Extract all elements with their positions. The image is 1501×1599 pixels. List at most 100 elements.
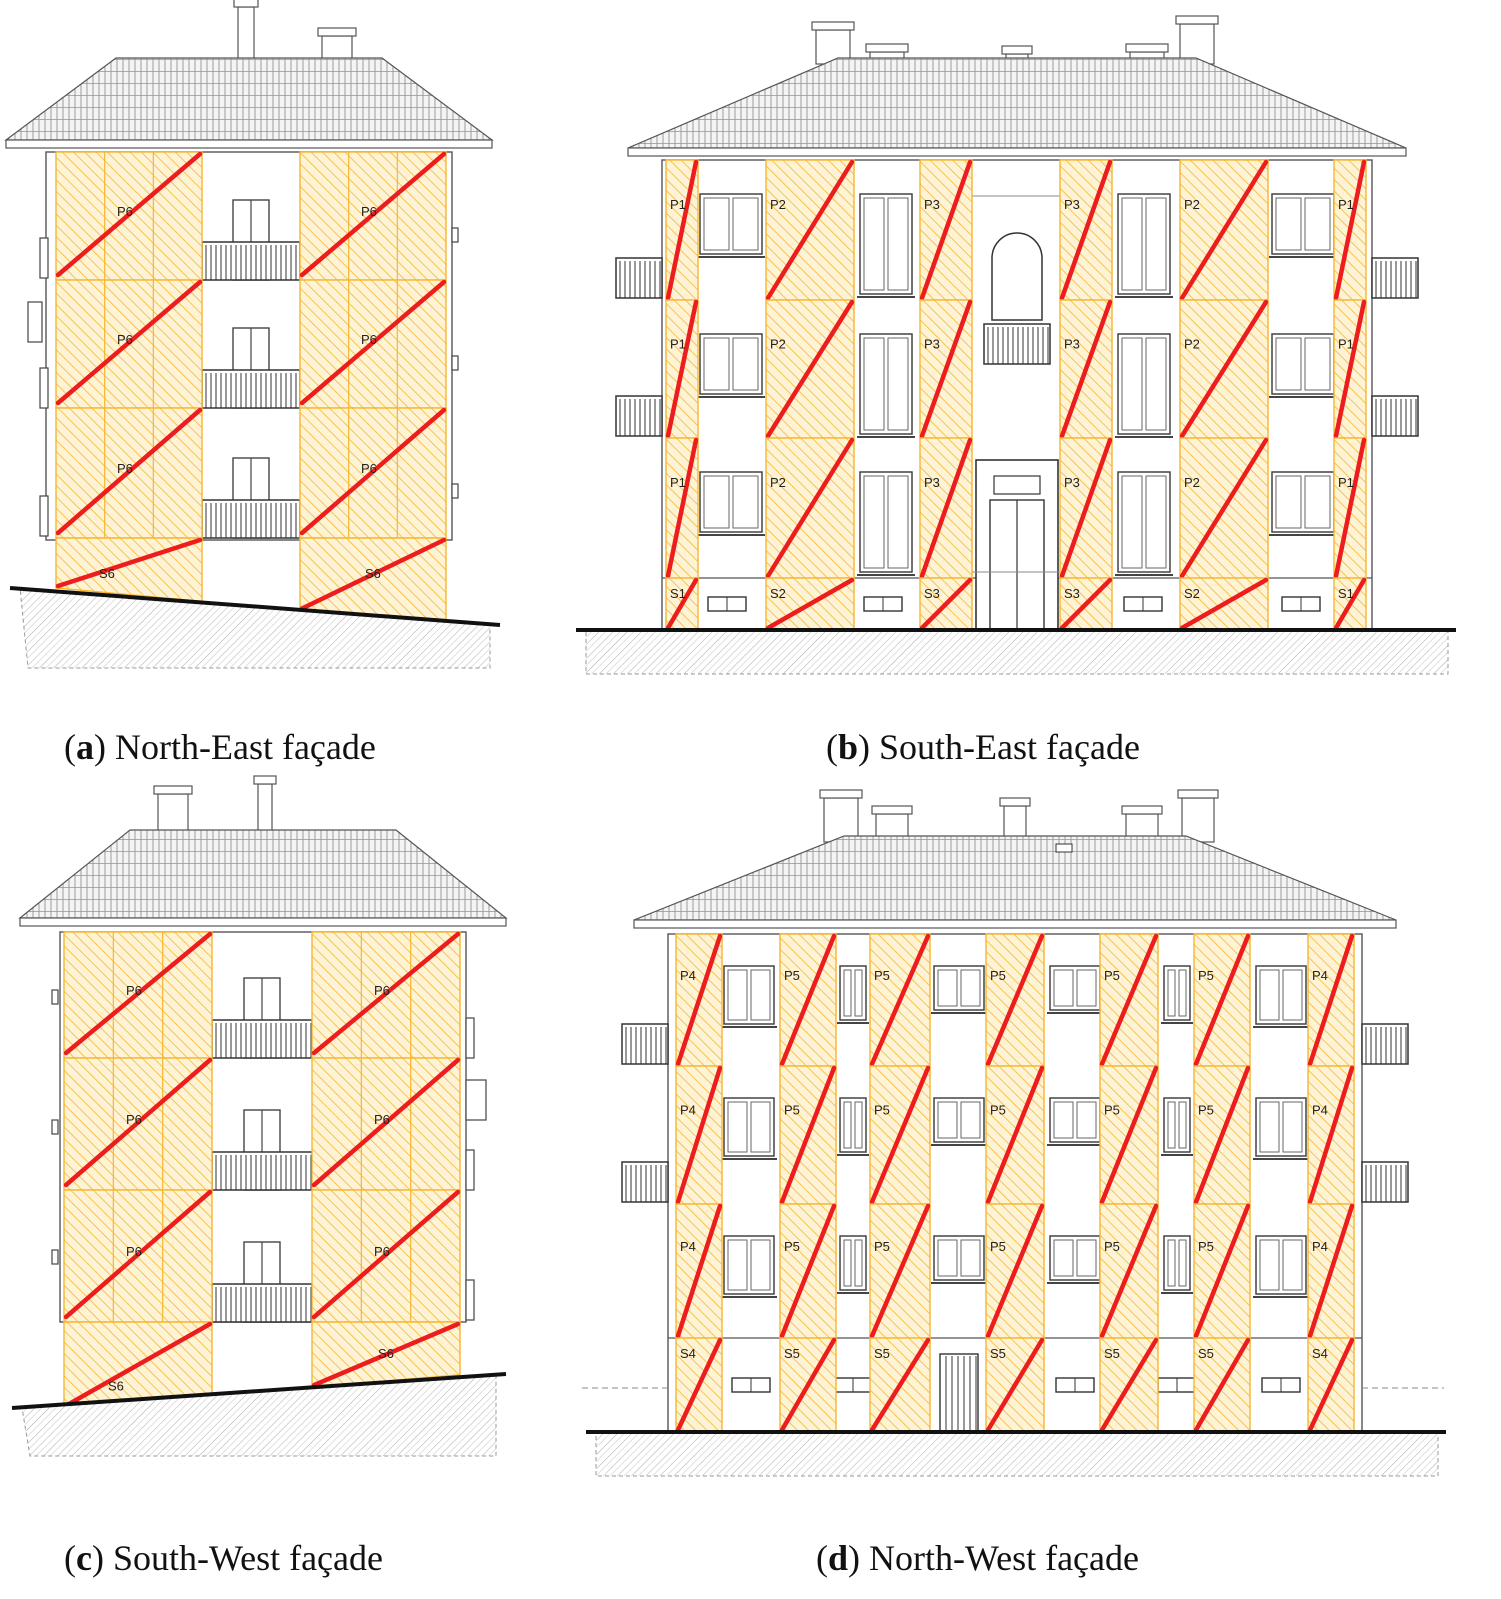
crack-diagonal	[869, 933, 931, 1067]
label-left-base: S6	[99, 566, 115, 581]
crack-diagonal	[919, 299, 973, 439]
label-right-panel: P6	[374, 983, 390, 998]
crack-diagonal	[1059, 159, 1113, 301]
crack-diagonal	[869, 1337, 931, 1433]
base-label: S4	[680, 1346, 696, 1361]
side-balcony	[51, 1119, 59, 1135]
window-pane	[1167, 969, 1176, 1017]
north-west-facade-drawing: P4P4P4S4P5P5P5S5P5P5P5S5P5P5P5S5P5P5P5S5…	[582, 789, 1446, 1477]
balcony-railing	[1361, 1023, 1409, 1065]
crack-diagonal	[779, 1337, 837, 1433]
window-pane	[1145, 197, 1167, 291]
crack-diagonal	[779, 933, 837, 1067]
side-balcony	[27, 301, 43, 343]
window-pane	[854, 1101, 863, 1149]
side-balcony	[465, 1279, 475, 1321]
crack-diagonal	[55, 151, 203, 278]
caption-north-east: (a) North-East façade	[64, 727, 376, 767]
crack-diagonal	[1099, 1065, 1159, 1205]
crack-diagonal	[765, 437, 855, 579]
crack-diagonal	[1307, 1337, 1355, 1433]
column-label: P3	[1064, 197, 1080, 212]
crack-diagonal	[675, 1337, 723, 1433]
crack-diagonal	[311, 931, 461, 1056]
column-label: P3	[1064, 336, 1080, 351]
window-pane	[1275, 337, 1302, 391]
crack-diagonal	[779, 1065, 837, 1205]
window-pane	[1275, 197, 1302, 251]
crack-diagonal	[1193, 1203, 1251, 1339]
crack-diagonal	[63, 1057, 213, 1188]
column-label: P5	[1104, 968, 1120, 983]
window-pane	[703, 475, 730, 529]
column-label: P5	[784, 1102, 800, 1117]
window	[1049, 1235, 1101, 1281]
window-pane	[937, 1101, 958, 1139]
chimney-cap	[811, 21, 855, 31]
eave	[19, 917, 507, 927]
window	[1049, 965, 1101, 1011]
column-label: P2	[1184, 336, 1200, 351]
balcony-railing	[615, 395, 663, 437]
window	[933, 1097, 985, 1143]
crack-diagonal	[311, 1057, 461, 1188]
crack-diagonal	[1179, 299, 1269, 439]
window-pane	[863, 197, 885, 291]
column-label: P2	[770, 475, 786, 490]
balcony-railing	[621, 1023, 669, 1065]
column-label: P3	[924, 475, 940, 490]
window-pane	[1121, 197, 1143, 291]
crack-diagonal	[299, 407, 447, 536]
window	[699, 471, 763, 533]
crack-diagonal	[1099, 1337, 1159, 1433]
window-pane	[937, 1239, 958, 1277]
window-pane	[887, 197, 909, 291]
ground-hatch	[19, 587, 491, 669]
window-pane	[887, 337, 909, 431]
south-east-facade-drawing: P1P1P1S1P2P2P2S2P3P3P3S3P3P3P3S3P2P2P2S2…	[576, 15, 1456, 675]
crack-diagonal	[1333, 299, 1367, 439]
window-pane	[703, 197, 730, 251]
window	[1255, 1097, 1307, 1157]
side-balcony	[465, 1149, 475, 1191]
caption-north-west: (d) North-West façade	[816, 1538, 1139, 1578]
arched-window	[991, 232, 1043, 321]
column-label: P5	[1198, 1239, 1214, 1254]
crack-diagonal	[985, 933, 1045, 1067]
column-label: P4	[680, 968, 696, 983]
label-right-panel: P6	[361, 204, 377, 219]
base-label: S3	[1064, 586, 1080, 601]
transom	[993, 475, 1041, 495]
window-pane	[703, 337, 730, 391]
column-label: P5	[1198, 968, 1214, 983]
window-pane	[863, 475, 885, 569]
window-pane	[854, 969, 863, 1017]
window-pane	[727, 1239, 748, 1291]
crack-diagonal	[299, 537, 447, 611]
chimney-cap	[999, 797, 1031, 807]
window-pane	[1167, 1101, 1176, 1149]
column-label: P2	[770, 197, 786, 212]
crack-diagonal	[779, 1203, 837, 1339]
column-label: P4	[1312, 1239, 1328, 1254]
column-label: P4	[1312, 1102, 1328, 1117]
chimney-cap	[153, 785, 193, 795]
base-label: S2	[770, 586, 786, 601]
window	[1117, 333, 1171, 435]
chimney	[1179, 23, 1215, 65]
balcony-railing	[1371, 257, 1419, 299]
crack-diagonal	[869, 1065, 931, 1205]
window-pane	[727, 1101, 748, 1153]
window-pane	[1121, 337, 1143, 431]
window	[699, 193, 763, 255]
eave	[633, 919, 1397, 929]
crack-diagonal	[985, 1065, 1045, 1205]
crack-diagonal	[1099, 933, 1159, 1067]
window	[723, 965, 775, 1025]
label-left-panel: P6	[117, 332, 133, 347]
crack-diagonal	[765, 577, 855, 631]
window	[1255, 965, 1307, 1025]
crack-diagonal	[1307, 1065, 1355, 1205]
window-pane	[854, 1239, 863, 1287]
crack-diagonal	[919, 159, 973, 301]
